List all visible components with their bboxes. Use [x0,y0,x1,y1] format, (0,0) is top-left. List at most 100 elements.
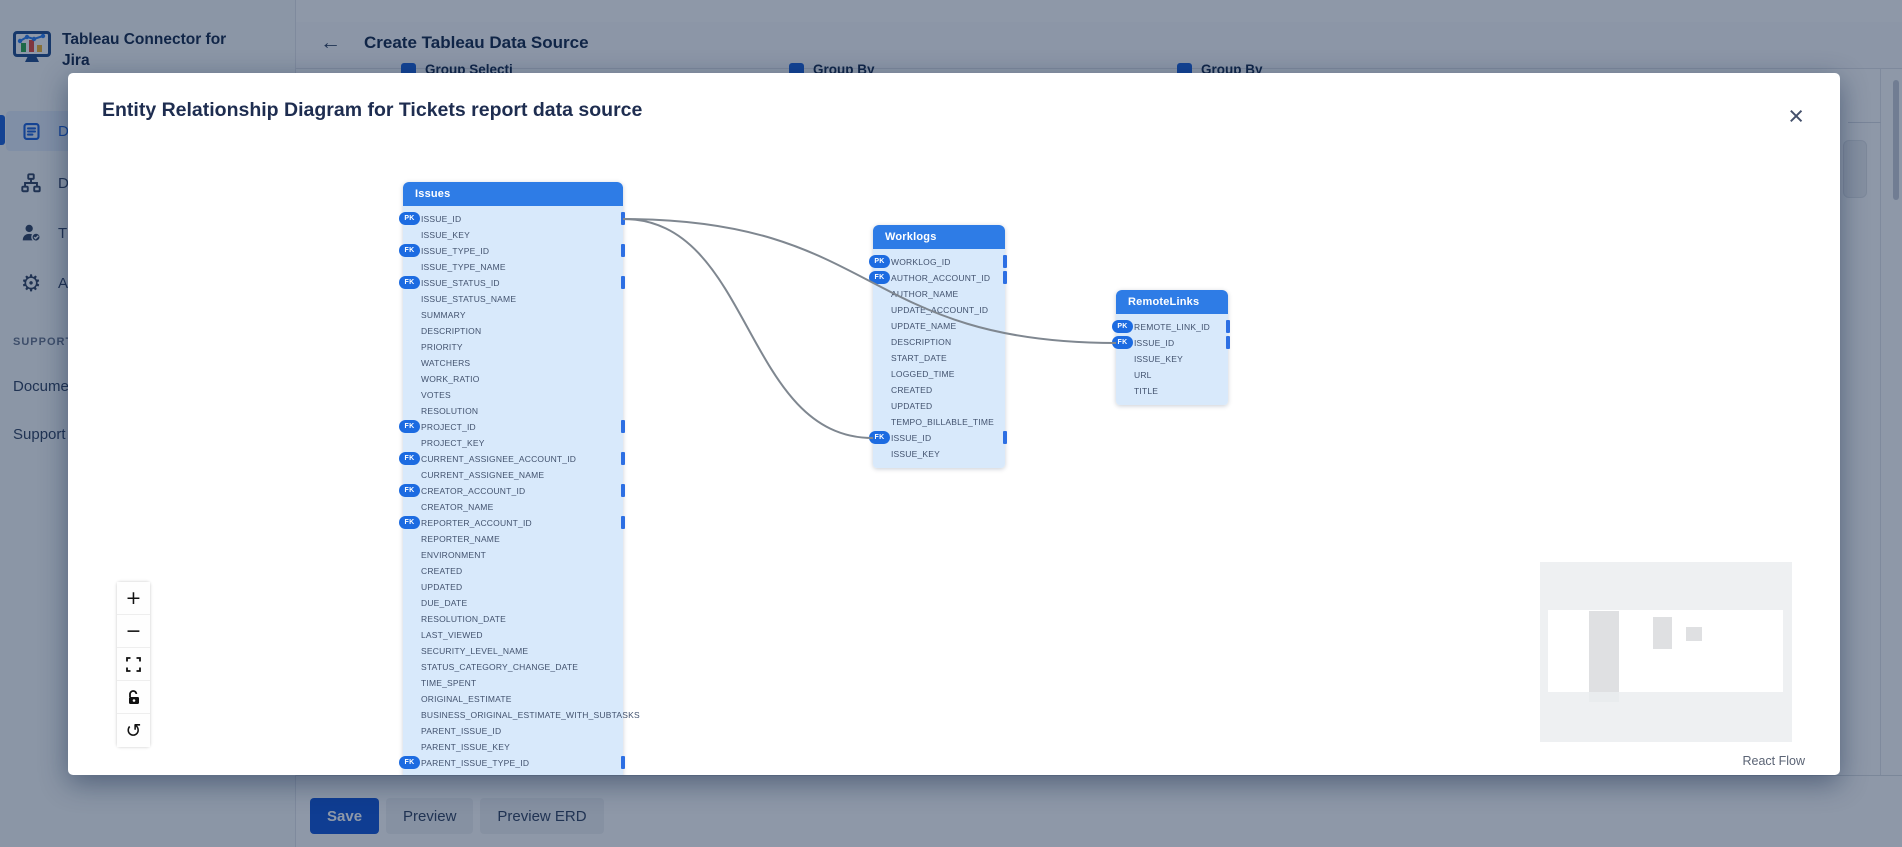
erd-field-row: DESCRIPTION [873,334,1005,350]
minimap-mask [1540,562,1792,742]
erd-field-row: WORK_RATIO [403,371,623,387]
back-button[interactable]: ← [320,31,341,54]
preview-button[interactable]: Preview [386,798,474,834]
erd-field-row: DESCRIPTION [403,323,623,339]
fk-badge: FK [399,420,420,433]
erd-field-row: VOTES [403,387,623,403]
erd-field-name: ISSUE_STATUS_NAME [421,294,517,304]
erd-field-row: PARENT_ISSUE_KEY [403,739,623,755]
zoom-out-icon[interactable]: − [117,615,150,648]
connection-handle[interactable] [621,420,625,433]
erd-field-name: URL [1134,370,1152,380]
erd-field-name: ISSUE_KEY [891,449,941,459]
erd-field-name: CREATOR_ACCOUNT_ID [421,486,526,496]
erd-field-name: CURRENT_ASSIGNEE_ACCOUNT_ID [421,454,577,464]
erd-field-row: UPDATED [873,398,1005,414]
connection-handle[interactable] [621,212,625,225]
connection-handle[interactable] [621,756,625,769]
erd-field-name: ISSUE_ID [421,214,462,224]
page-scrollbar[interactable] [1893,80,1899,200]
erd-field-name: PARENT_ISSUE_KEY [421,742,511,752]
erd-field-name: REPORTER_NAME [421,534,500,544]
connection-handle[interactable] [1226,336,1230,349]
connection-handle[interactable] [621,484,625,497]
reset-icon[interactable]: ↺ [117,714,150,747]
sidebar-item-4[interactable]: ⚙ A [0,263,288,303]
erd-field-name: LOGGED_TIME [891,369,955,379]
connection-handle[interactable] [621,276,625,289]
connection-handle[interactable] [1226,320,1230,333]
erd-modal: Entity Relationship Diagram for Tickets … [68,73,1840,775]
form-row-group-selection: Group Selecti [401,58,513,80]
sidebar-item-2[interactable]: D [0,163,288,203]
erd-field-row: ISSUE_STATUS_NAME [403,291,623,307]
erd-table-header[interactable]: Issues [403,182,623,206]
fk-badge: FK [399,756,420,769]
erd-field-name: REMOTE_LINK_ID [1134,322,1211,332]
unlock-icon[interactable] [117,681,150,714]
erd-table-header[interactable]: Worklogs [873,225,1005,249]
zoom-in-icon[interactable]: + [117,582,150,615]
erd-field-name: ISSUE_STATUS_ID [421,278,500,288]
erd-field-name: VOTES [421,390,451,400]
connection-handle[interactable] [1003,431,1007,444]
erd-field-row: CURRENT_ASSIGNEE_NAME [403,467,623,483]
fit-view-icon[interactable] [117,648,150,681]
gear-icon: ⚙ [20,269,42,296]
sidebar-item-3[interactable]: T [0,213,288,253]
field-icon [1177,62,1192,76]
panel-scroll-thumb[interactable] [1843,140,1867,198]
fk-badge: FK [399,452,420,465]
page-title: Create Tableau Data Source [364,33,589,52]
close-icon[interactable]: × [1788,101,1804,131]
footer-bar: Save Preview Preview ERD [296,775,1902,847]
connection-handle[interactable] [621,452,625,465]
erd-field-name: TIME_SPENT [421,678,477,688]
erd-field-row: URL [1116,367,1228,383]
save-button[interactable]: Save [310,798,380,834]
erd-field-name: UPDATED [891,401,933,411]
field-icon [789,62,804,76]
connection-handle[interactable] [621,516,625,529]
erd-field-row: TITLE [1116,383,1228,399]
erd-field-name: ISSUE_TYPE_NAME [421,262,506,272]
reactflow-minimap[interactable] [1540,562,1792,742]
fk-badge: FK [1112,336,1133,349]
sidebar-link-support[interactable]: Support [13,426,66,443]
erd-field-name: CREATOR_NAME [421,502,494,512]
erd-field-name: ISSUE_ID [891,433,932,443]
erd-field-name: DESCRIPTION [421,326,482,336]
connection-handle[interactable] [1003,271,1007,284]
pk-badge: PK [869,255,890,268]
erd-field-name: TEMPO_BILLABLE_TIME [891,417,995,427]
preview-erd-button[interactable]: Preview ERD [480,798,604,834]
erd-field-name: WORK_RATIO [421,374,480,384]
minimap-node [1686,627,1702,641]
connection-handle[interactable] [621,244,625,257]
connection-handle[interactable] [1003,255,1007,268]
sidebar-item-label: D [58,122,69,140]
erd-table-header[interactable]: RemoteLinks [1116,290,1228,314]
erd-field-row: UPDATE_ACCOUNT_ID [873,302,1005,318]
erd-field-row: RESOLUTION [403,403,623,419]
erd-field-row: ENVIRONMENT [403,547,623,563]
erd-field-row: SUMMARY [403,307,623,323]
erd-field-name: DESCRIPTION [891,337,952,347]
erd-field-name: WORKLOG_ID [891,257,951,267]
erd-field-name: CURRENT_ASSIGNEE_NAME [421,470,545,480]
erd-field-row: PARENT_ISSUE_TYPE_NAME [403,771,623,775]
